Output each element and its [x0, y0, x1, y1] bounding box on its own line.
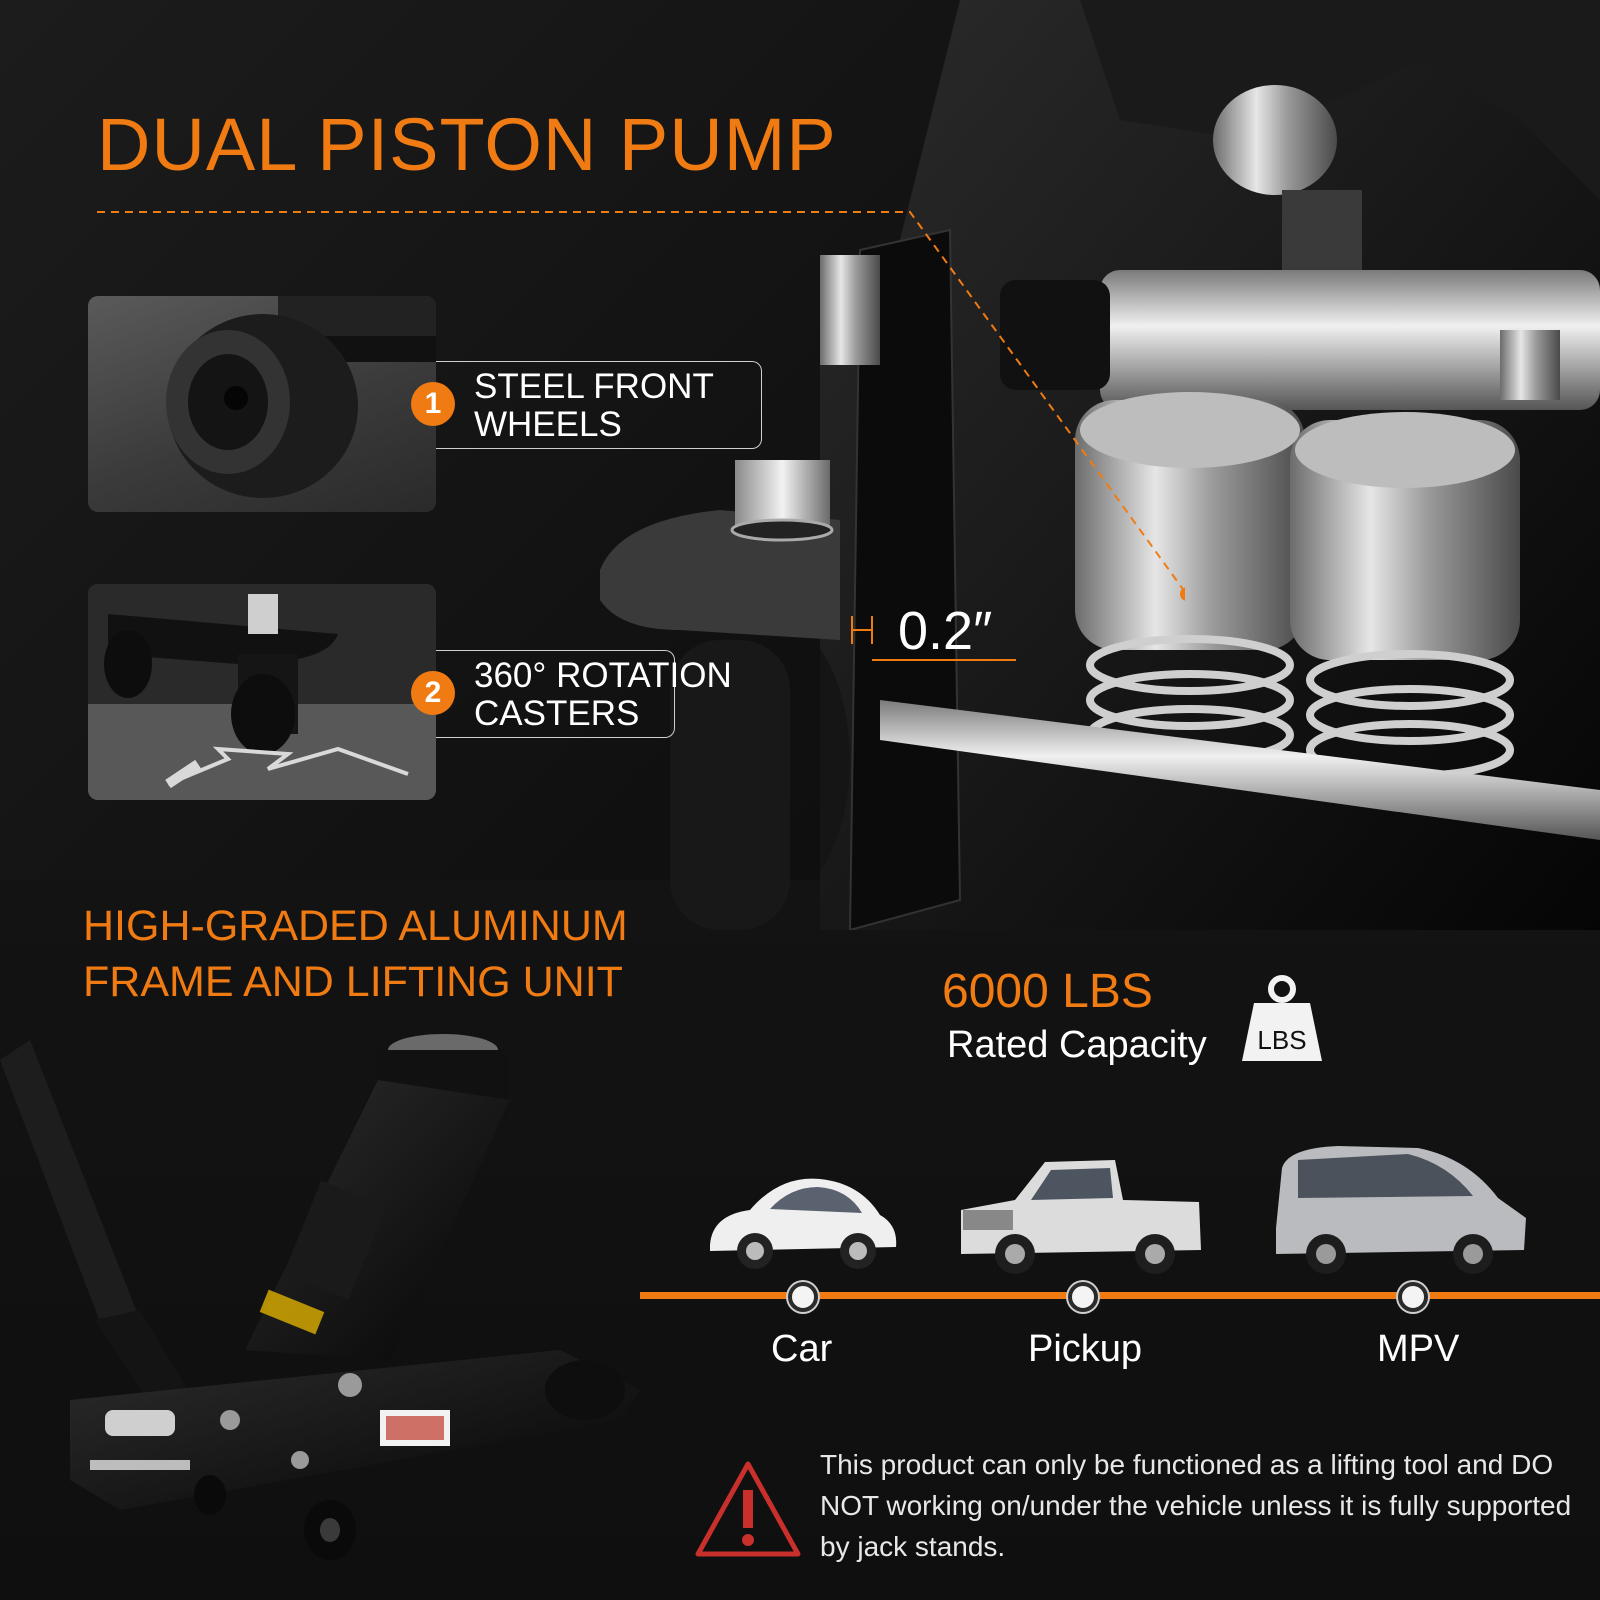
steel-wheel-icon — [166, 296, 436, 498]
weight-icon-label: LBS — [1257, 1025, 1307, 1055]
car-icon — [710, 1178, 897, 1269]
warning-text: This product can only be functioned as a… — [820, 1449, 1572, 1562]
vehicle-timeline-line — [640, 1292, 1600, 1299]
feature-1-label-line1: STEEL FRONT — [474, 367, 714, 406]
mpv-icon — [1276, 1146, 1526, 1274]
pickup-truck-icon — [961, 1160, 1201, 1274]
warning-triangle-icon — [695, 1461, 801, 1557]
bracket-illustration — [600, 460, 840, 930]
car-dot — [788, 1282, 818, 1312]
vehicle-label-car: Car — [771, 1328, 833, 1370]
feature-2-label-line1: 360° ROTATION — [474, 656, 732, 695]
measurement-value: 0.2″ — [898, 601, 993, 661]
feature-1-label-line2: WHEELS — [474, 405, 622, 444]
mpv-dot — [1398, 1282, 1428, 1312]
pump-closeup-illustration — [820, 0, 1600, 930]
page-title: DUAL PISTON PUMP — [97, 103, 837, 186]
capacity-label: Rated Capacity — [947, 1024, 1207, 1066]
frame-headline-line1: HIGH-GRADED ALUMINUM — [83, 902, 628, 950]
pickup-dot — [1068, 1282, 1098, 1312]
capacity-value: 6000 LBS — [942, 965, 1153, 1018]
feature-2-badge: 2 — [411, 671, 455, 715]
vehicle-label-mpv: MPV — [1377, 1328, 1460, 1370]
measurement-bracket — [851, 616, 1016, 661]
steel-front-wheel-image — [88, 296, 436, 512]
pump-leader-line — [97, 211, 1185, 601]
floor-jack-illustration — [0, 1034, 640, 1560]
weight-icon: LBS — [1240, 975, 1324, 1063]
rotation-caster-image — [88, 584, 436, 800]
feature-2-label-line2: CASTERS — [474, 694, 640, 733]
frame-headline-line2: FRAME AND LIFTING UNIT — [83, 958, 623, 1006]
feature-1-badge: 1 — [411, 382, 455, 426]
feature-1-callout — [436, 361, 762, 449]
vehicle-label-pickup: Pickup — [1028, 1328, 1143, 1370]
caster-icon — [88, 584, 436, 800]
feature-2-callout — [436, 650, 675, 738]
